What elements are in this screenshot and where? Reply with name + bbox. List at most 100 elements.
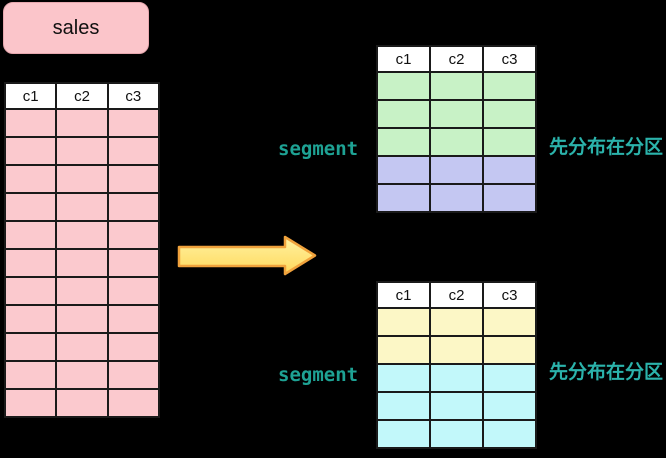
- table-cell: [106, 108, 161, 138]
- table-cell: [3, 304, 58, 334]
- table-cell: [429, 99, 484, 129]
- table-cell: [3, 332, 58, 362]
- table-row: [3, 248, 161, 278]
- table-cell: [3, 276, 58, 306]
- table-cell: [376, 155, 431, 185]
- table-cell: [429, 307, 484, 337]
- table-cell: [429, 391, 484, 421]
- table-cell: [376, 391, 431, 421]
- table-row: [376, 419, 537, 449]
- table-cell: [482, 419, 537, 449]
- table-cell: [482, 71, 537, 101]
- column-header: c3: [482, 45, 537, 73]
- table-cell: [55, 220, 109, 250]
- table-cell: [376, 419, 431, 449]
- table-cell: [3, 164, 58, 194]
- table-cell: [482, 335, 537, 365]
- flow-arrow-icon: [176, 234, 318, 276]
- table-cell: [3, 388, 58, 418]
- table-row: [3, 388, 161, 418]
- table-cell: [376, 127, 431, 157]
- table-cell: [376, 71, 431, 101]
- table-cell: [482, 363, 537, 393]
- table-cell: [482, 155, 537, 185]
- table-cell: [55, 192, 109, 222]
- table-cell: [3, 220, 58, 250]
- column-header: c1: [376, 45, 431, 73]
- sales-entity-label: sales: [52, 16, 100, 39]
- table-cell: [55, 388, 109, 418]
- table-cell: [482, 183, 537, 213]
- table-cell: [376, 99, 431, 129]
- table-cell: [482, 307, 537, 337]
- table-row: [3, 108, 161, 138]
- sales-entity-box: sales: [3, 2, 149, 54]
- table-cell: [3, 136, 58, 166]
- table-row: [376, 183, 537, 213]
- table-row: [3, 164, 161, 194]
- table-cell: [429, 363, 484, 393]
- table-row: [376, 307, 537, 337]
- table-cell: [106, 220, 161, 250]
- table-cell: [55, 108, 109, 138]
- table-cell: [106, 360, 161, 390]
- table-cell: [106, 276, 161, 306]
- column-header: c1: [3, 82, 58, 110]
- table-cell: [376, 363, 431, 393]
- column-header: c2: [55, 82, 109, 110]
- table-cell: [55, 360, 109, 390]
- table-cell: [482, 391, 537, 421]
- table-row: [3, 220, 161, 250]
- segment-label-top: segment: [278, 138, 359, 160]
- partition-note-top: 先分布在分区: [549, 137, 664, 158]
- table-row: [376, 363, 537, 393]
- table-cell: [482, 99, 537, 129]
- column-header: c2: [429, 281, 484, 309]
- table-cell: [429, 183, 484, 213]
- table-cell: [429, 419, 484, 449]
- column-header: c3: [482, 281, 537, 309]
- table-cell: [429, 335, 484, 365]
- table-cell: [3, 192, 58, 222]
- table-cell: [376, 183, 431, 213]
- segment-label-bottom: segment: [278, 364, 359, 386]
- table-row: [376, 335, 537, 365]
- partition-note-bottom: 先分布在分区: [549, 362, 664, 383]
- column-header: c2: [429, 45, 484, 73]
- table-cell: [429, 127, 484, 157]
- table-cell: [3, 108, 58, 138]
- table-cell: [376, 335, 431, 365]
- table-row: [3, 332, 161, 362]
- table-row: [376, 99, 537, 129]
- table-cell: [376, 307, 431, 337]
- table-cell: [55, 136, 109, 166]
- table-cell: [106, 248, 161, 278]
- table-cell: [429, 155, 484, 185]
- table-row: [376, 71, 537, 101]
- table-row: [376, 127, 537, 157]
- table-cell: [429, 71, 484, 101]
- table-row: [3, 136, 161, 166]
- table-row: [3, 276, 161, 306]
- table-cell: [3, 248, 58, 278]
- table-row: [376, 391, 537, 421]
- column-header: c3: [106, 82, 161, 110]
- table-cell: [106, 304, 161, 334]
- table-cell: [3, 360, 58, 390]
- table-cell: [482, 127, 537, 157]
- table-cell: [106, 136, 161, 166]
- table-row: [3, 360, 161, 390]
- table-cell: [106, 164, 161, 194]
- table-cell: [55, 276, 109, 306]
- table-row: [3, 192, 161, 222]
- column-header: c1: [376, 281, 431, 309]
